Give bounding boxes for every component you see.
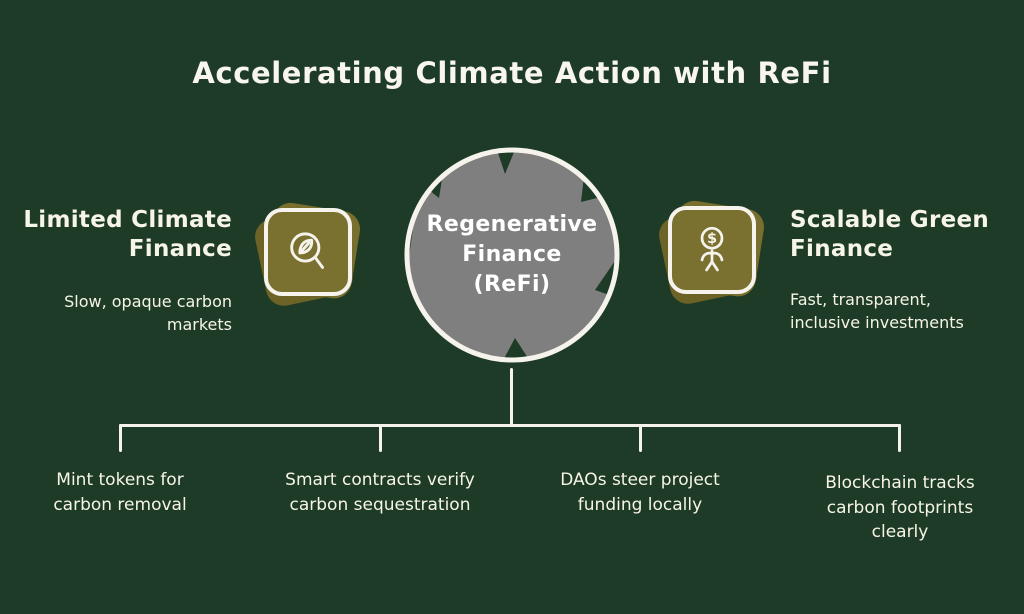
left-icon-badge <box>251 200 363 310</box>
page-title: Accelerating Climate Action with ReFi <box>192 56 832 90</box>
connector-tick <box>639 424 642 452</box>
right-section-subtext: Fast, transparent, inclusive investments <box>790 290 964 333</box>
left-section-subtext: Slow, opaque carbon markets <box>64 292 232 335</box>
center-node-label: Regenerative Finance (ReFi) <box>426 212 598 297</box>
connector-tick <box>898 424 901 452</box>
left-section-heading: Limited Climate Finance <box>23 207 232 262</box>
leaf-magnifier-icon <box>290 232 324 269</box>
grunge-circle <box>404 147 620 363</box>
person-dollar-icon: $ <box>700 226 724 272</box>
branch-label-smart-contracts: Smart contracts verify carbon sequestrat… <box>285 470 475 515</box>
badge-frame: $ <box>668 206 756 294</box>
center-node: Regenerative Finance (ReFi) <box>397 140 627 370</box>
branch-label-daos: DAOs steer project funding locally <box>560 470 720 515</box>
connector-horizontal-bar <box>119 424 901 427</box>
svg-text:$: $ <box>707 231 717 247</box>
badge-frame <box>264 208 352 296</box>
right-section-heading: Scalable Green Finance <box>790 207 990 262</box>
branch-label-mint-tokens: Mint tokens for carbon removal <box>53 470 187 515</box>
right-icon-badge: $ <box>655 198 767 308</box>
connector-tick <box>379 424 382 452</box>
connector-stem <box>510 368 513 426</box>
connector-tick <box>119 424 122 452</box>
branch-label-blockchain: Blockchain tracks carbon footprints clea… <box>825 473 975 543</box>
